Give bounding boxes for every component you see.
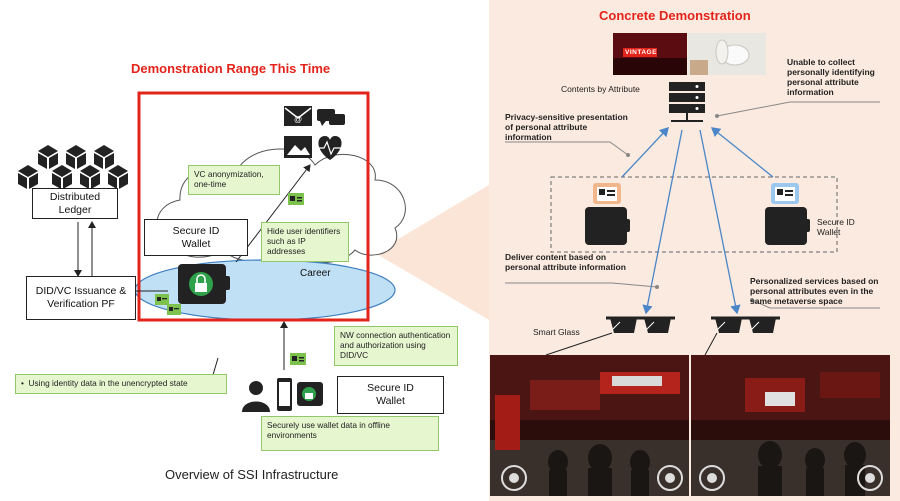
wallet-icon (765, 207, 810, 245)
ledger-cubes-icon (18, 145, 128, 189)
id-card-icon (288, 193, 304, 205)
wallet-lock-icon (178, 264, 230, 304)
demonstration-range-box (137, 91, 370, 322)
diagram-caption: Overview of SSI Infrastructure (165, 467, 339, 482)
smartphone-icon (277, 378, 292, 411)
email-icon: @ (284, 106, 312, 126)
id-card-icon (593, 183, 621, 204)
secure-id-wallet-bottom-box: Secure ID Wallet (337, 376, 444, 414)
distributed-ledger-label: Distributed Ledger (49, 190, 101, 216)
personalized-services-text: Personalized services based on personal … (750, 276, 879, 306)
hide-identifiers-callout: Hide user identifiers such as IP address… (261, 222, 349, 262)
image-icon (284, 136, 312, 158)
didvc-platform-box: DID/VC Issuance & Verification PF (26, 276, 136, 320)
wallets-dashed-box (550, 176, 838, 253)
secure-id-wallet-label: Secure ID Wallet (172, 224, 220, 250)
unable-collect-text: Unable to collect personally identifying… (787, 57, 875, 97)
metaverse-scene-2 (691, 355, 890, 496)
wallet-to-server-arrow (621, 127, 669, 178)
demonstration-range-title: Demonstration Range This Time (131, 61, 331, 76)
annotation-line (505, 282, 658, 288)
wallet-lock-icon (297, 382, 323, 406)
vintage-label: VINTAGE (625, 49, 657, 56)
server-to-glass-arrow (699, 129, 741, 315)
chat-icon (317, 109, 345, 126)
distributed-ledger-box: Distributed Ledger (32, 188, 118, 219)
annotation-line (505, 141, 629, 156)
server-to-glass-arrow (642, 129, 683, 315)
heart-pulse-icon (318, 136, 342, 160)
wallet-to-server-arrow (710, 127, 774, 178)
user-icon (242, 381, 270, 412)
secure-id-wallet-bottom-label: Secure ID Wallet (367, 382, 414, 407)
unencrypted-data-text: Using identity data in the unencrypted s… (28, 378, 188, 388)
smart-glass-icon (711, 316, 780, 333)
contents-by-attribute-label: Contents by Attribute (561, 84, 640, 94)
privacy-presentation-text: Privacy-sensitive presentation of person… (505, 112, 628, 142)
unencrypted-data-callout: • Using identity data in the unencrypted… (15, 374, 227, 394)
annotation-line (751, 299, 880, 309)
id-card-icon (771, 183, 799, 204)
id-card-icon (155, 294, 169, 305)
id-card-icon (167, 304, 181, 315)
content-thumbnail (613, 33, 687, 75)
secure-id-wallet-right-label: Secure ID Wallet (817, 217, 855, 237)
metaverse-scene-1 (490, 355, 689, 496)
career-label: Career (300, 268, 331, 279)
server-icon (669, 82, 705, 122)
vc-anonymization-callout: VC anonymization, one-time (188, 165, 280, 195)
smart-glass-label: Smart Glass (533, 327, 580, 337)
content-thumbnail (688, 33, 766, 75)
didvc-platform-label: DID/VC Issuance & Verification PF (35, 285, 127, 310)
wallet-icon (585, 207, 630, 245)
annotation-line (716, 101, 880, 117)
offline-wallet-callout: Securely use wallet data in offline envi… (261, 416, 439, 451)
id-card-icon (290, 353, 306, 365)
nw-authentication-callout: NW connection authentication and authori… (334, 326, 458, 366)
concrete-demonstration-title: Concrete Demonstration (599, 8, 751, 23)
focus-wedge (375, 185, 489, 320)
deliver-content-text: Deliver content based on personal attrib… (505, 252, 626, 272)
svg-text:@: @ (294, 115, 302, 124)
wallet-to-services-arrow (235, 164, 311, 263)
secure-id-wallet-box: Secure ID Wallet (144, 219, 248, 256)
smart-glass-icon (606, 316, 675, 333)
